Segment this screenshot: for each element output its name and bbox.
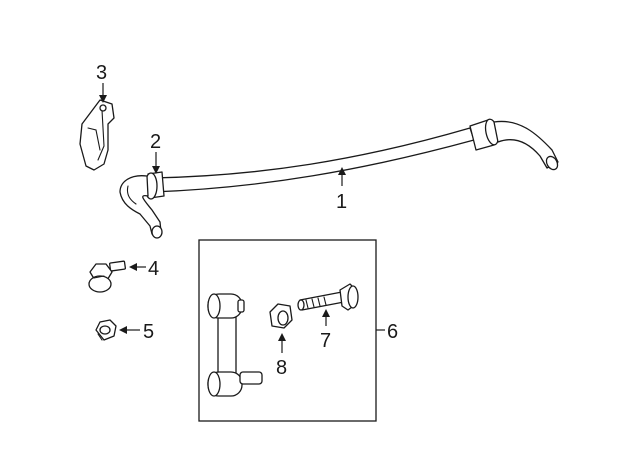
callout-8: 8 [276,357,287,379]
callout-2-leader [152,152,160,174]
callout-2: 2 [150,131,161,153]
nut [95,319,117,341]
callout-8-leader [278,333,286,353]
callout-4-leader [129,263,146,271]
callout-4: 4 [148,258,159,280]
callout-5-leader [119,326,140,334]
callout-7-leader [322,309,330,326]
bolt [88,260,127,293]
callout-1-leader [338,167,346,186]
callout-3-leader [99,83,107,103]
stabilizer-bar [119,118,559,239]
callout-5: 5 [143,321,154,343]
callout-1: 1 [336,191,347,213]
link-bolt [297,283,359,311]
callout-6: 6 [387,321,398,343]
link-kit-box [198,239,385,422]
flange-nut [269,303,293,329]
stabilizer-link [207,293,263,397]
callout-3: 3 [96,62,107,84]
callout-7: 7 [320,330,331,352]
bracket [79,99,115,171]
